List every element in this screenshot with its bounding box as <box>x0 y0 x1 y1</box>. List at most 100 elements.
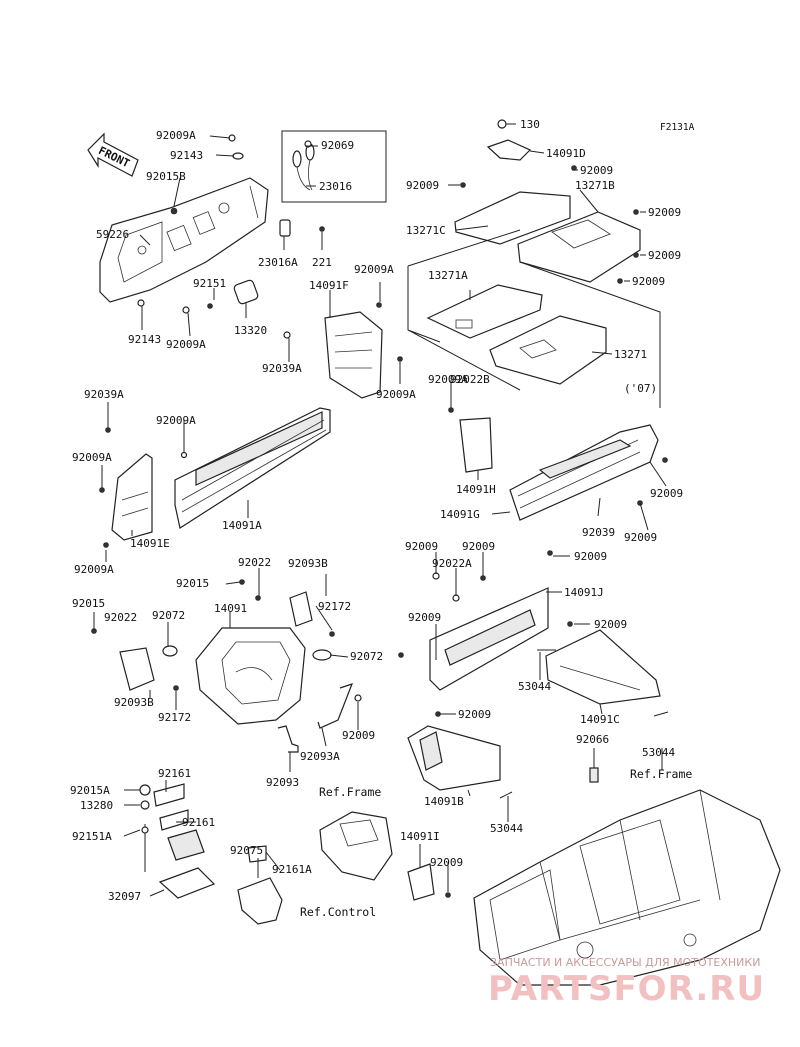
part-label: 14091A <box>222 519 262 532</box>
model-year-note: ('07) <box>624 382 657 395</box>
bracket-14091E <box>99 453 153 548</box>
part-label: 92009 <box>594 618 627 631</box>
front-direction-arrow <box>87 132 139 177</box>
bracket-14091F <box>283 302 403 399</box>
part-label: 13271A <box>428 269 468 282</box>
part-label: 92009A <box>354 263 394 276</box>
part-label: 92009 <box>462 540 495 553</box>
part-label: 92022B <box>450 373 490 386</box>
part-label: 92093 <box>266 776 299 789</box>
dash-hardware <box>137 134 325 314</box>
part-label: 23016 <box>319 180 352 193</box>
watermark-brand: PARTSFOR.RU <box>488 969 765 1009</box>
part-label: 53044 <box>490 822 523 835</box>
center-panel-14091J <box>398 572 549 691</box>
part-label: 92015 <box>176 577 209 590</box>
part-label: 92009 <box>632 275 665 288</box>
clip-92066 <box>589 767 599 783</box>
part-label: 92093A <box>300 750 340 763</box>
part-label: 221 <box>312 256 332 269</box>
part-label: 92015B <box>146 170 186 183</box>
part-label: 92143 <box>128 333 161 346</box>
part-label: 92009 <box>624 531 657 544</box>
part-label: 92009 <box>406 179 439 192</box>
ref-label-frame-right: Ref.Frame <box>630 767 692 781</box>
part-label: 92009A <box>428 373 468 386</box>
part-label: 59226 <box>96 228 129 241</box>
part-label: 13280 <box>80 799 113 812</box>
part-label: 92069 <box>321 139 354 152</box>
floor-plate-14091C <box>537 621 669 717</box>
part-label: 92093B <box>288 557 328 570</box>
part-label: 92009 <box>408 611 441 624</box>
part-label: 92009A <box>156 414 196 427</box>
part-label: 14091I <box>400 830 440 843</box>
part-label: 92151 <box>193 277 226 290</box>
part-label: 92039A <box>84 388 124 401</box>
part-label: 92015A <box>70 784 110 797</box>
part-label: 92009A <box>72 451 112 464</box>
part-label: 92161 <box>158 767 191 780</box>
part-label: 14091G <box>440 508 480 521</box>
part-label: 92009A <box>74 563 114 576</box>
part-label: 92009 <box>650 487 683 500</box>
lower-left-hardware <box>139 783 283 925</box>
bracket-14091B <box>407 711 513 799</box>
part-label: 92172 <box>158 711 191 724</box>
part-label: 23016A <box>258 256 298 269</box>
floor-mat-set <box>407 119 661 408</box>
part-label: 92009 <box>405 540 438 553</box>
part-label: 53044 <box>642 746 675 759</box>
part-label: 14091J <box>564 586 604 599</box>
part-label: 92066 <box>576 733 609 746</box>
part-label: 92022A <box>432 557 472 570</box>
part-label: 92039 <box>582 526 615 539</box>
brackets-92093 <box>277 683 362 753</box>
ref-label-control: Ref.Control <box>300 905 376 919</box>
part-label: 92075 <box>230 844 263 857</box>
part-label: 92161 <box>182 816 215 829</box>
part-label: 92161A <box>272 863 312 876</box>
part-label: 92022 <box>238 556 271 569</box>
watermark: ЗАПЧАСТИ И АКСЕССУАРЫ ДЛЯ МОТОТЕХНИКИ PA… <box>488 956 765 1009</box>
part-label: 32097 <box>108 890 141 903</box>
part-label: 14091D <box>546 147 586 160</box>
part-label: 92009 <box>342 729 375 742</box>
dash-panel-part <box>99 177 269 303</box>
part-label: 92072 <box>152 609 185 622</box>
part-label: 13271C <box>406 224 446 237</box>
part-label: 13320 <box>234 324 267 337</box>
part-label: 14091H <box>456 483 496 496</box>
part-label: 14091 <box>214 602 247 615</box>
figure-code: F2131A <box>660 122 695 133</box>
right-side-panels <box>448 407 668 556</box>
part-label: 13271B <box>575 179 615 192</box>
part-label: 92009A <box>166 338 206 351</box>
frame-reference <box>473 789 781 986</box>
diagram-parts <box>87 119 781 986</box>
part-label: 92009A <box>156 129 196 142</box>
part-label: 14091C <box>580 713 620 726</box>
part-label: 92072 <box>350 650 383 663</box>
part-label: 92009A <box>376 388 416 401</box>
part-label: 92009 <box>580 164 613 177</box>
leader-lines <box>93 123 667 897</box>
part-label: 14091F <box>309 279 349 292</box>
part-label: 14091E <box>130 537 170 550</box>
part-label: 13271 <box>614 348 647 361</box>
part-label: 14091B <box>424 795 464 808</box>
part-label: 92143 <box>170 149 203 162</box>
part-label: 92022 <box>104 611 137 624</box>
part-label: 92093B <box>114 696 154 709</box>
part-label: 92009 <box>574 550 607 563</box>
part-label: 130 <box>520 118 540 131</box>
part-label: 92151A <box>72 830 112 843</box>
control-cowl-reference <box>319 811 451 901</box>
part-label: 53044 <box>518 680 551 693</box>
part-label: 92009 <box>430 856 463 869</box>
part-label: 92039A <box>262 362 302 375</box>
ref-label-frame-left: Ref.Frame <box>319 785 381 799</box>
part-label: 92009 <box>648 249 681 262</box>
